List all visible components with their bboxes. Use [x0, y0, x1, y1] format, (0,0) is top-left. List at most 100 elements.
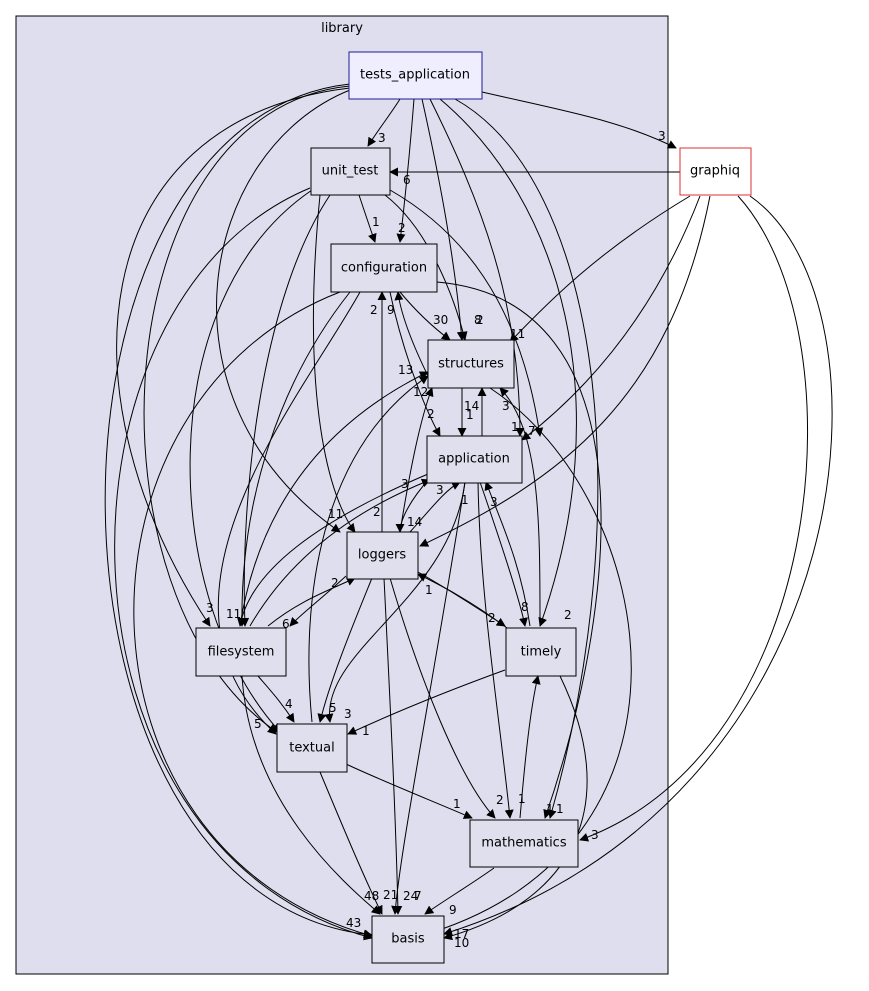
edge-label: 14 [464, 399, 479, 413]
edge-timely-application [484, 481, 531, 627]
edge-structures-configuration [394, 291, 431, 381]
edge-label: 5 [329, 701, 337, 715]
edge-label: 1 [546, 802, 554, 816]
edge-timely-structures [499, 387, 541, 627]
node-label: timely [521, 645, 562, 660]
node-timely[interactable]: timely [505, 627, 577, 677]
edge-labels: 3 6 2 1 2 30 8 9 2 13 12 2 14 1 3 11 7 1… [206, 129, 666, 950]
edge-label: 2 [488, 611, 496, 625]
edge-label: 3 [436, 483, 444, 497]
node-label: graphiq [690, 164, 740, 179]
edge-label: 13 [398, 363, 413, 377]
edge-configuration-basis [133, 291, 373, 939]
edge-application-basis [391, 481, 466, 915]
edge-loggers-basis [383, 577, 403, 915]
edge-label: 9 [449, 903, 457, 917]
edge-unit-filesystem [240, 194, 331, 627]
edge-label: 10 [454, 936, 469, 950]
edge-tests-structures [421, 98, 466, 341]
node-label: structures [438, 357, 504, 372]
edge-label: 1 [425, 583, 433, 597]
edge-unit-loggers [313, 194, 356, 533]
node-label: application [438, 452, 510, 467]
edge-label: 3 [502, 399, 510, 413]
edge-label: 1 [511, 420, 519, 434]
edge-mathematics-basis [424, 867, 495, 915]
edge-label: 9 [387, 303, 395, 317]
node-label: loggers [358, 548, 406, 563]
edge-label: 48 [364, 889, 379, 903]
node-loggers[interactable]: loggers [346, 531, 419, 580]
edge-label: 30 [433, 313, 448, 327]
edge-label: 3 [344, 707, 352, 721]
edge-unit-basis [114, 187, 373, 941]
edge-label: 14 [407, 515, 422, 529]
edge-textual-structures [308, 375, 429, 723]
edge-tests-timely [439, 98, 577, 627]
node-graphiq[interactable]: graphiq [679, 147, 752, 196]
node-structures[interactable]: structures [427, 339, 515, 389]
edge-label: 8 [521, 600, 529, 614]
node-tests-application[interactable]: tests_application [348, 51, 483, 100]
edge-textual-mathematics [345, 763, 473, 819]
edge-label: 2 [370, 303, 378, 317]
edge-label: 7 [528, 424, 536, 438]
node-mathematics[interactable]: mathematics [469, 819, 579, 868]
edge-label: 3 [658, 129, 666, 143]
edge-label: 6 [282, 617, 290, 631]
edge-configuration-application [389, 291, 441, 437]
edge-label: 12 [413, 385, 428, 399]
edge-label: 5 [254, 717, 262, 731]
edge-label: 3 [206, 601, 214, 615]
node-label: unit_test [322, 164, 379, 179]
edge-timely-textual [347, 669, 506, 735]
edge-label: 11 [328, 507, 343, 521]
edge-graphiq-loggers [419, 195, 711, 547]
node-configuration[interactable]: configuration [330, 243, 438, 293]
edge-application-filesystem [237, 473, 429, 627]
edge-label: 11 [226, 607, 241, 621]
edge-label: 8 [474, 313, 482, 327]
edge-label: 1 [466, 408, 474, 422]
edge-label: 2 [476, 313, 484, 327]
edge-graphiq-mathematics [579, 195, 809, 842]
node-unit-test[interactable]: unit_test [310, 147, 391, 196]
node-label: filesystem [208, 645, 275, 660]
edge-tests-unit_test [367, 98, 401, 147]
node-textual[interactable]: textual [276, 723, 348, 773]
edge-application-textual [324, 481, 466, 723]
edge-filesystem-basis [241, 675, 381, 915]
cluster-label: library [321, 21, 363, 36]
edge-tests-graphiq [481, 91, 677, 149]
edge-loggers-mathematics [389, 577, 496, 819]
edge-label: 2 [564, 608, 572, 622]
edge-label: 1 [453, 797, 461, 811]
edge-label: 2 [398, 221, 406, 235]
edge-unit-application [389, 189, 544, 437]
edge-application-timely [479, 481, 528, 627]
edge-textual-basis [319, 771, 383, 915]
edge-tests-basis [104, 83, 373, 939]
edge-unit-structures [384, 194, 468, 341]
node-application[interactable]: application [426, 435, 523, 484]
edge-mathematics-timely [519, 675, 541, 819]
edge-graphiq-basis [443, 195, 833, 936]
node-basis[interactable]: basis [371, 915, 445, 964]
edge-loggers-structures [399, 387, 434, 533]
edge-graphiq-application [521, 195, 701, 441]
edge-configuration-mathematics [436, 281, 602, 819]
edge-structures-basis [419, 387, 632, 939]
edge-timely-loggers [417, 573, 508, 629]
node-filesystem[interactable]: filesystem [195, 627, 287, 677]
node-label: configuration [341, 261, 427, 276]
edge-configuration-filesystem [237, 291, 351, 627]
node-label: tests_application [360, 68, 470, 83]
edge-filesystem-application [249, 478, 431, 627]
edge-label: 2 [496, 793, 504, 807]
edge-label: 24 [403, 889, 418, 903]
edge-tests-application [429, 98, 525, 437]
edge-filesystem-textual [257, 675, 295, 723]
edge-label: 2 [427, 407, 435, 421]
edge-label: 6 [403, 173, 411, 187]
